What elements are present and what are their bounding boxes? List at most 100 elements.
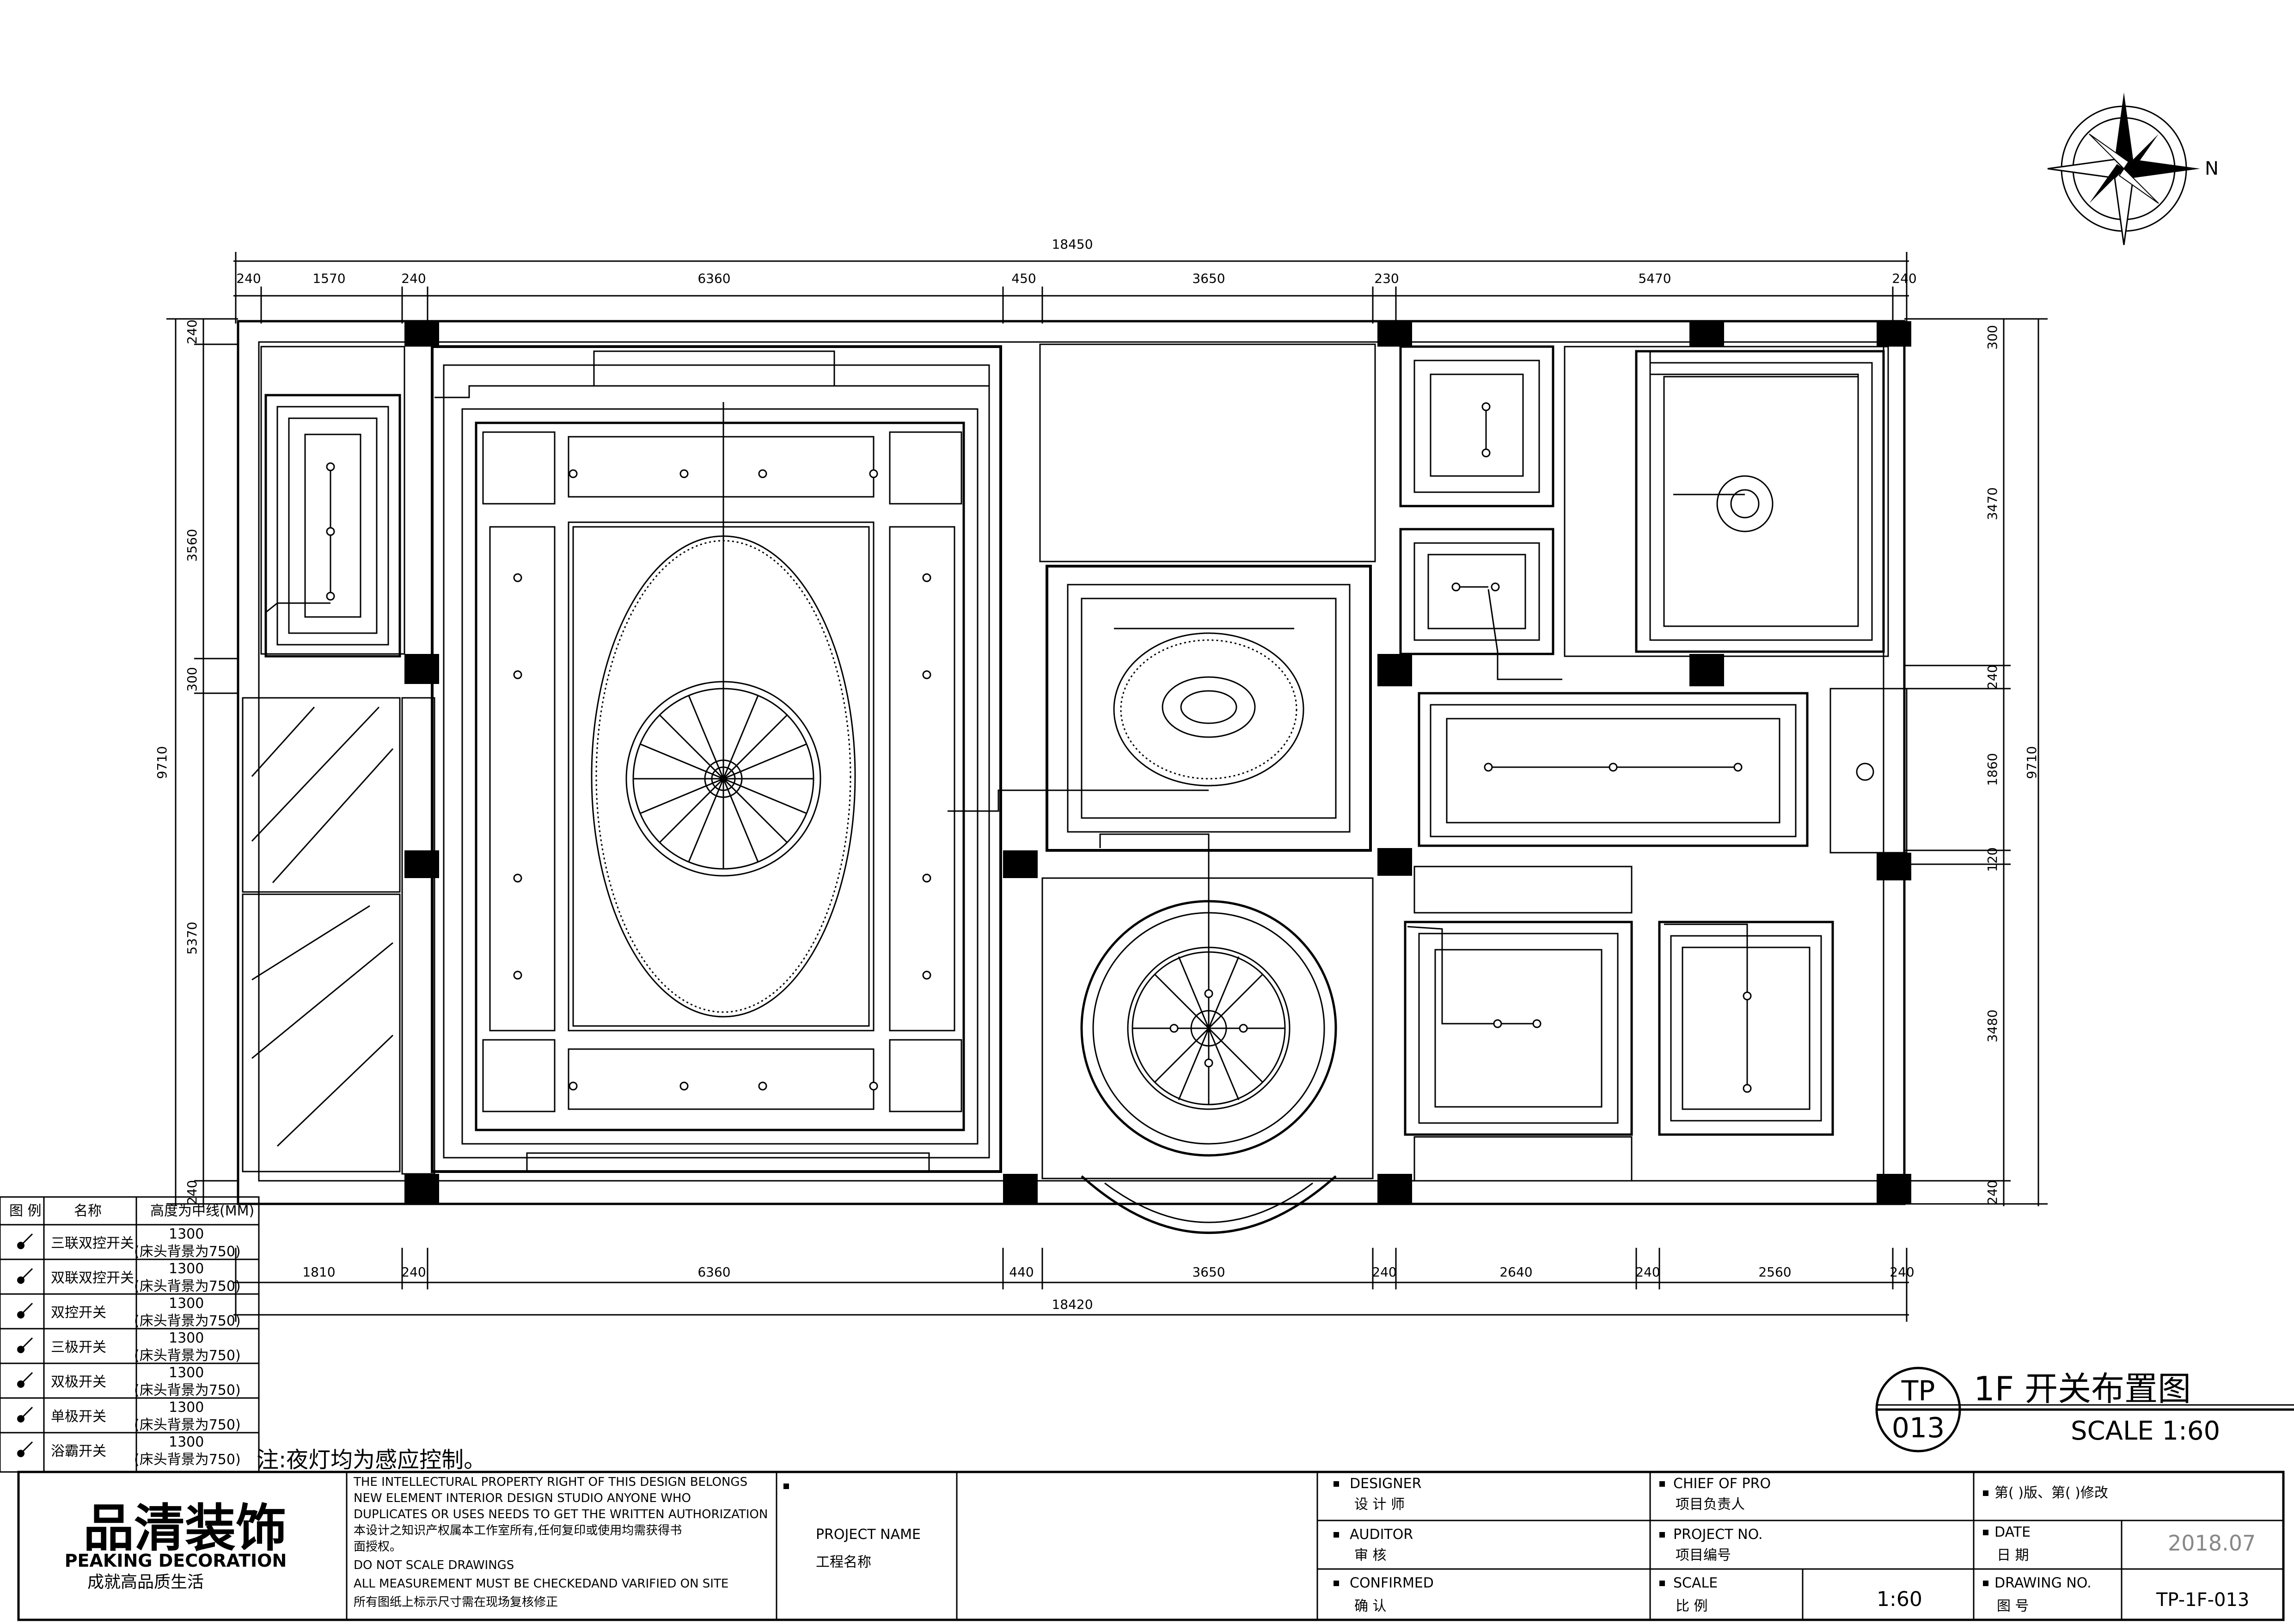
triple-pole-switch-icon xyxy=(17,1337,33,1353)
bullet-icon xyxy=(1659,1581,1665,1586)
legend-note: (床头背景为750) xyxy=(134,1278,241,1294)
dining-room-ceiling xyxy=(1039,343,1376,852)
bullet-icon xyxy=(1334,1481,1339,1487)
legend-height: 1300 xyxy=(169,1295,204,1312)
revision-note: 第( )版、第( )修改 xyxy=(1994,1485,2108,1501)
dim-right-seg: 3480 xyxy=(1985,1009,2000,1042)
legend-note-night-light: 注:夜灯均为感应控制。 xyxy=(257,1447,486,1473)
copyright-line: NEW ELEMENT INTERIOR DESIGN STUDIO ANYON… xyxy=(354,1491,691,1505)
dim-bottom-seg: 1810 xyxy=(302,1264,335,1280)
company-logo-en: PEAKING DECORATION xyxy=(65,1551,287,1571)
bullet-icon xyxy=(1659,1481,1665,1487)
dim-top-seg: 240 xyxy=(236,271,261,286)
designer-cn: 设 计 师 xyxy=(1354,1496,1405,1513)
left-wardrobe-glass xyxy=(242,697,435,1175)
single-pole-switch-icon xyxy=(17,1406,33,1423)
designer-en: DESIGNER xyxy=(1350,1476,1421,1492)
legend-note: (床头背景为750) xyxy=(134,1452,241,1468)
double-dual-switch-icon xyxy=(17,1268,33,1284)
dim-top-seg: 450 xyxy=(1011,271,1036,286)
legend-name: 三极开关 xyxy=(51,1339,106,1355)
dim-bottom-seg: 240 xyxy=(1372,1264,1396,1280)
scale-value: 1:60 xyxy=(1877,1587,1922,1611)
copyright-line: THE INTELLECTURAL PROPERTY RIGHT OF THIS… xyxy=(353,1475,747,1489)
right-dimensions: 9710 300 3470 240 1860 120 3480 240 xyxy=(1904,318,2048,1206)
dual-control-switch-icon xyxy=(17,1302,33,1319)
structural-columns xyxy=(404,321,1911,1204)
drawing-title: 1F 开关布置图 xyxy=(1974,1369,2191,1408)
copyright-line: ALL MEASUREMENT MUST BE CHECKEDAND VARIF… xyxy=(354,1577,728,1591)
legend-name: 三联双控开关 xyxy=(51,1235,134,1252)
dim-left-seg: 240 xyxy=(184,319,200,344)
legend-note: (床头背景为750) xyxy=(134,1313,241,1329)
switch-legend-table: 图 例 名称 高度为中线(MM) 三联双控开关 1300 (床头背景为750) … xyxy=(0,1196,486,1473)
dim-top-seg: 3650 xyxy=(1192,271,1225,286)
dim-top-seg: 240 xyxy=(401,271,426,286)
dim-left-total: 9710 xyxy=(154,746,170,779)
bullet-icon xyxy=(1983,1581,1988,1586)
dim-top-seg: 5470 xyxy=(1638,271,1671,286)
dim-left-seg: 3560 xyxy=(184,529,200,562)
dim-right-seg: 300 xyxy=(1985,325,2000,349)
right-rooms-ceiling xyxy=(1399,345,1908,1182)
auditor-en: AUDITOR xyxy=(1350,1526,1413,1543)
drawing-no-cn: 图 号 xyxy=(1997,1598,2029,1614)
dim-bottom-seg: 240 xyxy=(1890,1264,1914,1280)
dim-top-total: 18450 xyxy=(1052,237,1093,252)
north-label: N xyxy=(2205,158,2219,179)
legend-name: 双控开关 xyxy=(51,1305,106,1321)
compass-rose-icon: N xyxy=(2047,92,2219,245)
dim-right-seg: 120 xyxy=(1985,847,2000,872)
switch-wiring-lines xyxy=(265,351,1859,1088)
left-bedroom-ceiling xyxy=(260,346,405,658)
bullet-icon xyxy=(1659,1532,1665,1538)
bullet-icon xyxy=(1334,1532,1339,1538)
sheet-number: 013 xyxy=(1892,1412,1945,1444)
legend-header-name: 名称 xyxy=(74,1203,102,1219)
scale-en: SCALE xyxy=(1673,1575,1718,1591)
dim-bottom-seg: 3650 xyxy=(1192,1264,1225,1280)
project-name-en: PROJECT NAME xyxy=(816,1526,921,1543)
dim-left-seg: 240 xyxy=(184,1180,200,1204)
dim-top-seg: 240 xyxy=(1892,271,1916,286)
copyright-line: DO NOT SCALE DRAWINGS xyxy=(354,1558,514,1572)
bath-heater-switch-icon xyxy=(17,1441,33,1457)
dim-top-seg: 1570 xyxy=(312,271,345,286)
copyright-line: 所有图纸上标示尺寸需在现场复核修正 xyxy=(354,1595,558,1609)
project-no-cn: 项目编号 xyxy=(1676,1547,1731,1563)
copyright-line: 面授权。 xyxy=(354,1540,402,1554)
legend-row: 单极开关 1300 (床头背景为750) xyxy=(17,1399,241,1433)
triple-dual-switch-icon xyxy=(17,1233,33,1249)
date-en: DATE xyxy=(1994,1524,2031,1540)
copyright-line: DUPLICATES OR USES NEEDS TO GET THE WRIT… xyxy=(354,1508,768,1521)
project-name-cn: 工程名称 xyxy=(816,1554,871,1570)
dim-top-seg: 6360 xyxy=(697,271,730,286)
legend-height: 1300 xyxy=(169,1399,204,1416)
dim-bottom-seg: 6360 xyxy=(697,1264,730,1280)
legend-name: 浴霸开关 xyxy=(51,1443,106,1459)
legend-name: 双联双控开关 xyxy=(51,1270,134,1286)
left-dimensions: 9710 240 3560 300 5370 240 xyxy=(154,318,238,1206)
legend-name: 单极开关 xyxy=(51,1409,106,1425)
dim-right-total: 9710 xyxy=(2024,746,2039,779)
dim-bottom-seg: 240 xyxy=(1635,1264,1660,1280)
legend-row: 双联双控开关 1300 (床头背景为750) xyxy=(17,1261,241,1294)
dim-bottom-total: 18420 xyxy=(1052,1297,1093,1312)
dim-right-seg: 240 xyxy=(1985,665,2000,689)
company-slogan: 成就高品质生活 xyxy=(87,1573,204,1592)
dim-bottom-seg: 2640 xyxy=(1499,1264,1532,1280)
footer-title-block: 品清装饰 PEAKING DECORATION 成就高品质生活 THE INTE… xyxy=(17,1471,2285,1621)
legend-row: 双控开关 1300 (床头背景为750) xyxy=(17,1295,241,1329)
dim-bottom-seg: 2560 xyxy=(1758,1264,1791,1280)
top-dimensions: 18450 240 1570 240 6360 450 3650 230 547… xyxy=(233,237,1917,324)
bottom-dimensions: 1810 240 6360 440 3650 240 2640 240 2560… xyxy=(233,1248,1915,1322)
confirmed-cn: 确 认 xyxy=(1354,1598,1387,1614)
confirmed-en: CONFIRMED xyxy=(1350,1575,1434,1591)
dim-bottom-seg: 240 xyxy=(401,1264,426,1280)
double-pole-switch-icon xyxy=(17,1372,33,1388)
legend-header-symbol: 图 例 xyxy=(9,1203,42,1219)
legend-name: 双极开关 xyxy=(51,1374,106,1390)
legend-row: 浴霸开关 1300 (床头背景为750) xyxy=(17,1434,241,1468)
drawing-no-en: DRAWING NO. xyxy=(1994,1575,2092,1591)
